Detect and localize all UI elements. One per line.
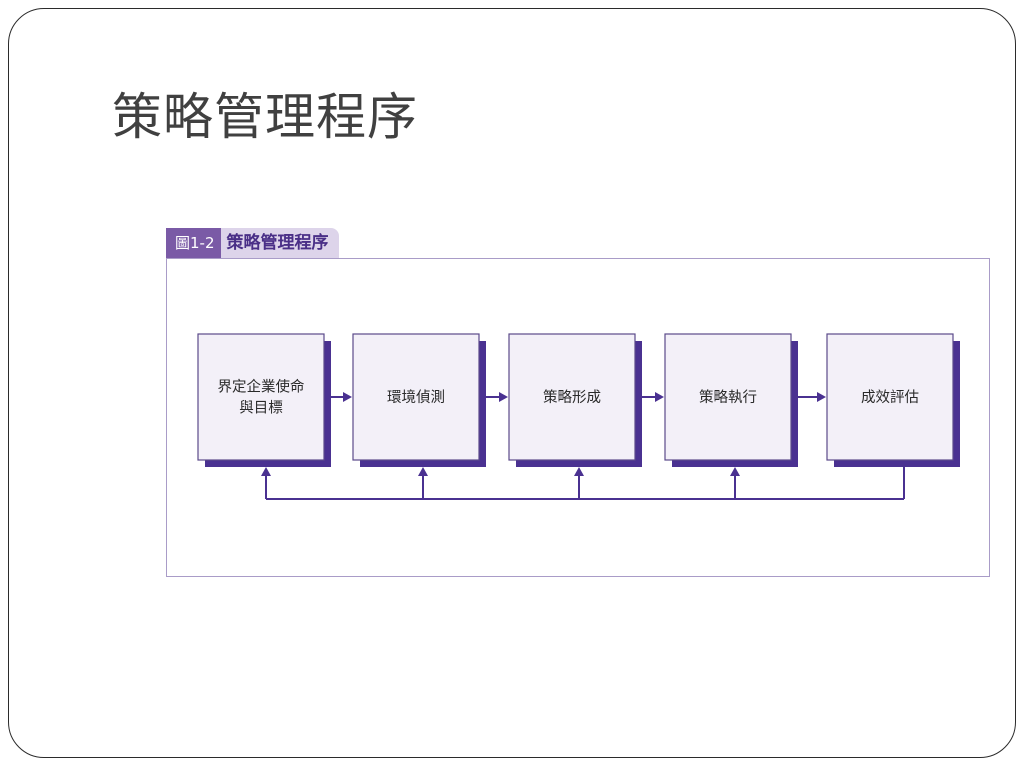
feedback-arrowhead-1 — [261, 467, 271, 476]
feedback-arrowhead-3 — [574, 467, 584, 476]
step-label-4-line-1: 策略執行 — [699, 389, 757, 406]
flow-arrowhead-3 — [655, 392, 664, 402]
step-box-3 — [508, 333, 636, 461]
flow-arrowhead-4 — [817, 392, 826, 402]
step-box-5 — [826, 333, 954, 461]
feedback-arrowhead-2 — [418, 467, 428, 476]
figure-caption: 策略管理程序 — [220, 228, 339, 258]
step-box-4 — [664, 333, 792, 461]
step-label-1-line-2: 與目標 — [239, 400, 283, 417]
step-label-5-line-1: 成效評估 — [861, 389, 919, 406]
step-box-1 — [197, 333, 325, 461]
step-label-3-line-1: 策略形成 — [543, 389, 601, 406]
figure-tab: 圖1-2 策略管理程序 — [166, 228, 339, 258]
step-label-1-line-1: 界定企業使命 — [218, 378, 305, 396]
flow-arrowhead-1 — [343, 392, 352, 402]
flow-arrowhead-2 — [499, 392, 508, 402]
feedback-arrowhead-4 — [730, 467, 740, 476]
slide-title: 策略管理程序 — [112, 88, 418, 146]
step-box-2 — [352, 333, 480, 461]
figure-number: 圖1-2 — [166, 228, 221, 258]
step-label-2-line-1: 環境偵測 — [387, 388, 445, 406]
figure-frame: 界定企業使命與目標 環境偵測 策略形成 策略執行 成效評估 — [166, 258, 990, 577]
